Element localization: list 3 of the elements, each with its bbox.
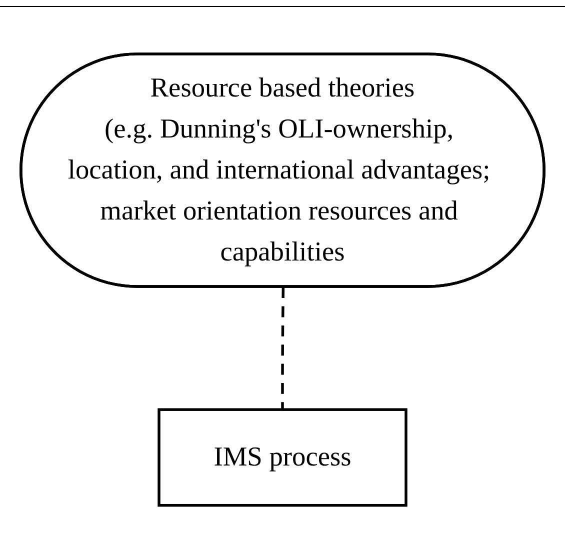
connector [281,288,285,410]
diagram: Resource based theories (e.g. Dunning's OLI-ownership, location, and international advantages; market orientation resources and capabilities IMS process [10,43,555,517]
node-box [158,408,408,508]
